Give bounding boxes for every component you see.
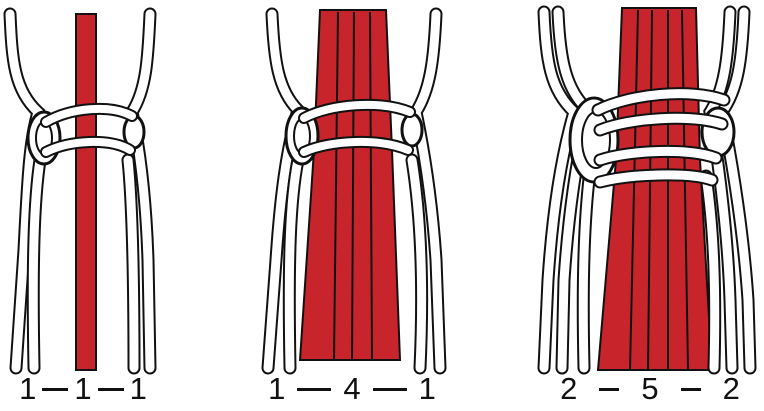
center-count: 4 <box>343 371 360 407</box>
cord-ratio-label-2: 1 4 1 <box>262 372 442 406</box>
right-count: 1 <box>130 371 147 407</box>
dash <box>681 388 701 391</box>
center-count: 5 <box>641 371 658 407</box>
knot-panel-3 <box>544 8 750 370</box>
dash <box>42 388 68 391</box>
right-count: 1 <box>419 371 436 407</box>
dash <box>373 388 407 391</box>
core-cord <box>76 14 96 370</box>
cord-ratio-label-3: 2 5 2 <box>540 372 760 406</box>
dash <box>599 388 619 391</box>
core-cord-bundle <box>300 10 400 360</box>
left-count: 1 <box>19 371 36 407</box>
core-cord-bundle <box>598 8 712 370</box>
left-count: 2 <box>560 371 577 407</box>
cord-ratio-label-1: 1 1 1 <box>8 372 158 406</box>
center-count: 1 <box>74 371 91 407</box>
knot-panel-1 <box>10 14 150 370</box>
dash <box>297 388 331 391</box>
knot-panel-2 <box>268 10 440 368</box>
left-count: 1 <box>268 371 285 407</box>
dash <box>98 388 124 391</box>
right-count: 2 <box>723 371 740 407</box>
